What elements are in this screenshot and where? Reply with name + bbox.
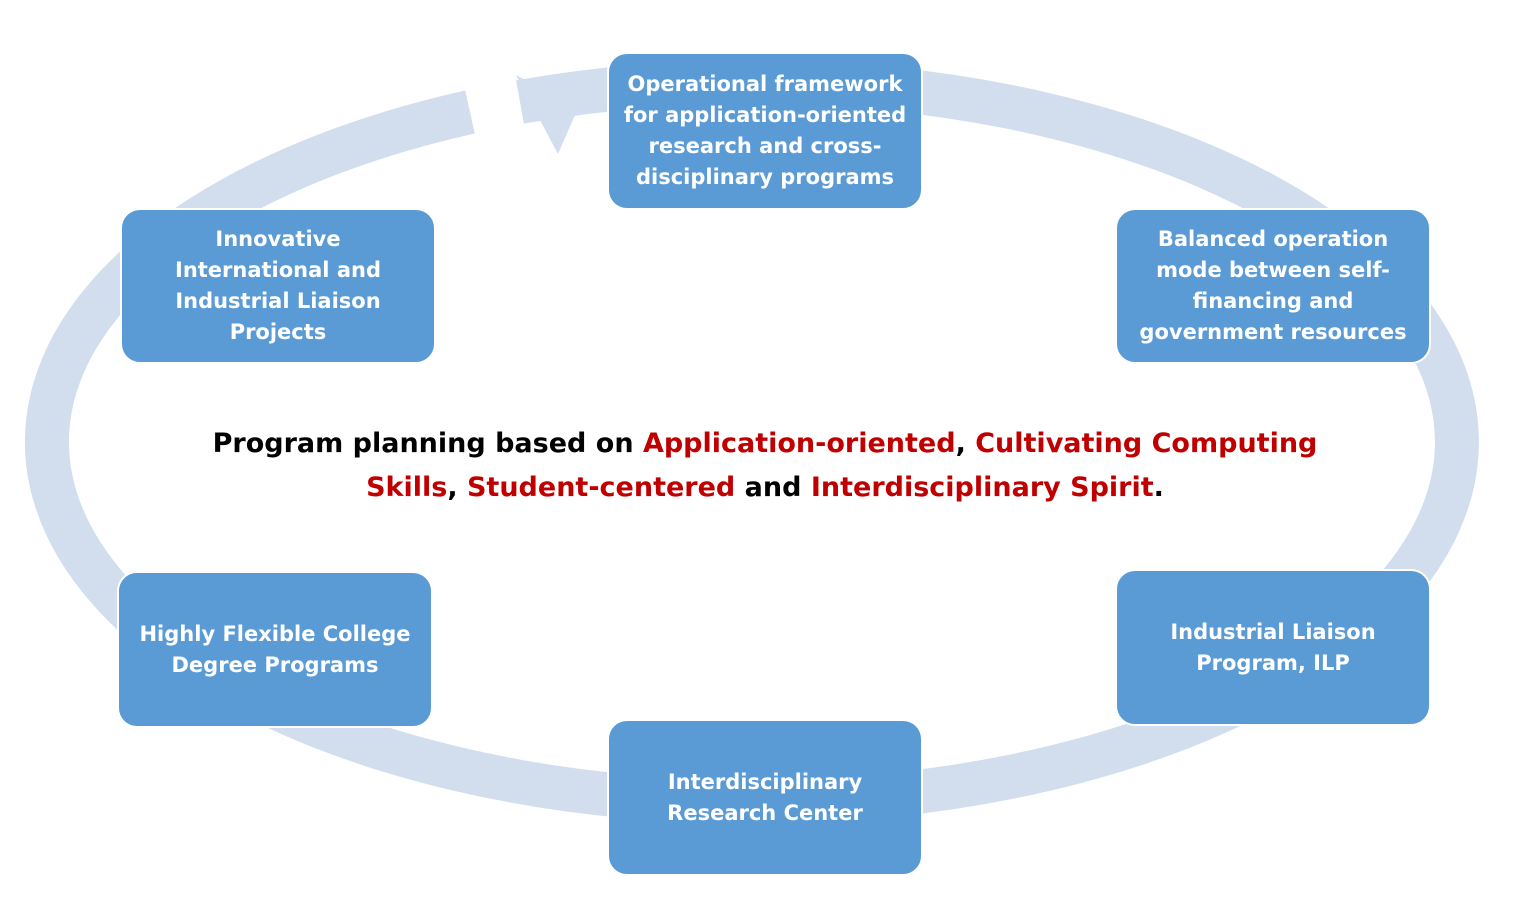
statement-term-computing-skills: Cultivating Computing Skills <box>366 428 1318 503</box>
cycle-ring-path <box>24 59 1479 824</box>
center-statement: Program planning based on Application-or… <box>200 422 1330 510</box>
node-international-liaison-projects: Innovative International and Industrial … <box>120 208 436 364</box>
node-interdisciplinary-research-center: Interdisciplinary Research Center <box>607 719 923 876</box>
node-flexible-degree-programs: Highly Flexible College Degree Programs <box>117 571 433 728</box>
node-international-liaison-projects-label: Innovative International and Industrial … <box>175 227 381 344</box>
statement-separator-2: , <box>447 472 467 503</box>
statement-term-student-centered: Student-centered <box>466 472 736 503</box>
node-operational-framework-label: Operational framework for application-or… <box>623 72 907 189</box>
node-industrial-liaison-program-label: Industrial Liaison Program, ILP <box>1170 619 1376 675</box>
node-flexible-degree-programs-label: Highly Flexible College Degree Programs <box>139 621 411 677</box>
cycle-arrow-head <box>516 75 578 154</box>
statement-separator-3: and <box>735 472 811 503</box>
node-balanced-operation-mode-label: Balanced operation mode between self-fin… <box>1139 227 1407 344</box>
statement-suffix: . <box>1153 472 1164 503</box>
node-industrial-liaison-program: Industrial Liaison Program, ILP <box>1115 569 1431 726</box>
node-interdisciplinary-research-center-label: Interdisciplinary Research Center <box>667 769 863 825</box>
statement-prefix: Program planning based on <box>212 428 643 459</box>
node-balanced-operation-mode: Balanced operation mode between self-fin… <box>1115 208 1431 364</box>
node-operational-framework: Operational framework for application-or… <box>607 52 923 210</box>
statement-separator-1: , <box>955 428 976 459</box>
statement-term-interdisciplinary-spirit: Interdisciplinary Spirit <box>810 472 1154 503</box>
statement-term-application-oriented: Application-oriented <box>642 428 956 459</box>
